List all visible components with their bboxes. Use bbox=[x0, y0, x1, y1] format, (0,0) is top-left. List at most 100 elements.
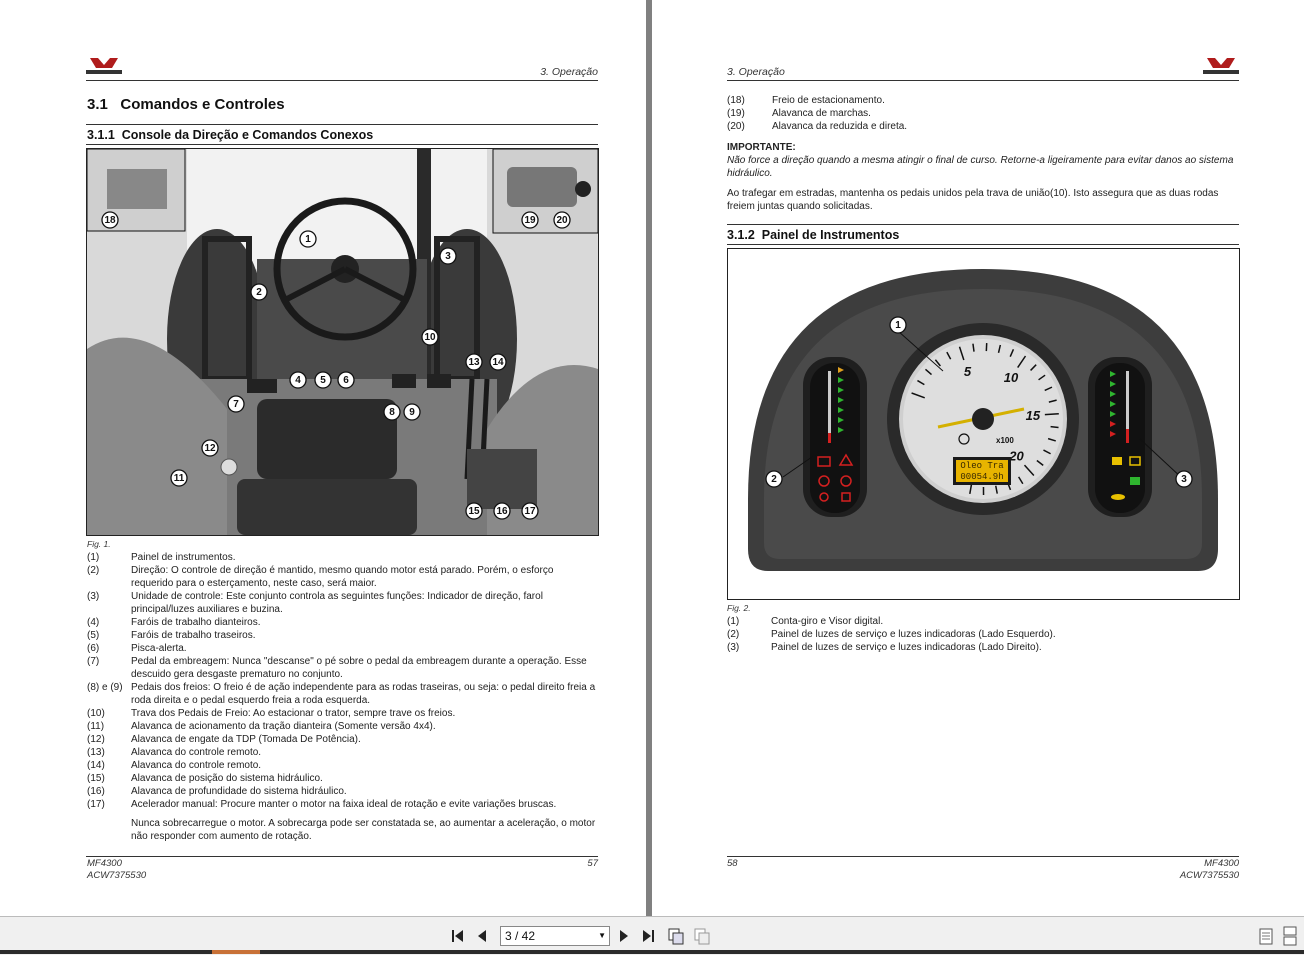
footer-model: MF4300 bbox=[1180, 858, 1239, 870]
list-item: (2)Painel de luzes de serviço e luzes in… bbox=[727, 628, 1237, 641]
callout-4: 4 bbox=[290, 372, 306, 388]
item-number: (16) bbox=[87, 785, 131, 798]
svg-text:10: 10 bbox=[424, 332, 436, 343]
svg-text:15: 15 bbox=[468, 506, 480, 517]
list-item: (2)Direção: O controle de direção é mant… bbox=[87, 564, 597, 590]
left-page: 3. Operação 3.1 Comandos e Controles 3.1… bbox=[0, 0, 646, 916]
item-text: Alavanca do controle remoto. bbox=[131, 746, 597, 759]
item-text: Alavanca de profundidade do sistema hidr… bbox=[131, 785, 597, 798]
callout-3: 3 bbox=[1176, 471, 1192, 487]
callout-18: 18 bbox=[102, 212, 118, 228]
item-number: (3) bbox=[87, 590, 131, 616]
status-bar bbox=[0, 950, 1304, 954]
svg-text:2: 2 bbox=[771, 474, 777, 485]
footer-rule bbox=[727, 856, 1239, 857]
item-text: Faróis de trabalho traseiros. bbox=[131, 629, 597, 642]
svg-text:5: 5 bbox=[320, 375, 326, 386]
chevron-down-icon[interactable]: ▼ bbox=[598, 927, 606, 945]
callout-9: 9 bbox=[404, 404, 420, 420]
item-text: Alavanca do controle remoto. bbox=[131, 759, 597, 772]
item-text: Alavanca de posição do sistema hidráulic… bbox=[131, 772, 597, 785]
item-text: Trava dos Pedais de Freio: Ao estacionar… bbox=[131, 707, 597, 720]
list-item: (13)Alavanca do controle remoto. bbox=[87, 746, 597, 759]
item-number: (2) bbox=[727, 628, 771, 641]
item-text: Painel de luzes de serviço e luzes indic… bbox=[771, 628, 1237, 641]
item-number: (4) bbox=[87, 616, 131, 629]
page-number-field[interactable]: 3 / 42 ▼ bbox=[500, 926, 610, 946]
footer-code: ACW7375530 bbox=[87, 870, 146, 882]
list-item: (5)Faróis de trabalho traseiros. bbox=[87, 629, 597, 642]
callout-15: 15 bbox=[466, 503, 482, 519]
svg-text:1: 1 bbox=[305, 234, 311, 245]
figure-instrument-panel: 510152025 x100 Oleo Tra 00054.9h 123 bbox=[727, 248, 1240, 600]
list-item: (19)Alavanca de marchas. bbox=[727, 107, 1237, 120]
list-item: (12)Alavanca de engate da TDP (Tomada De… bbox=[87, 733, 597, 746]
list-item: (3)Painel de luzes de serviço e luzes in… bbox=[727, 641, 1237, 654]
callout-14: 14 bbox=[490, 354, 506, 370]
subsection-rule-bottom bbox=[86, 144, 598, 145]
item-text: Acelerador manual: Procure manter o moto… bbox=[131, 798, 597, 811]
callout-5: 5 bbox=[315, 372, 331, 388]
callout-12: 12 bbox=[202, 440, 218, 456]
callout-6: 6 bbox=[338, 372, 354, 388]
list-item: (4)Faróis de trabalho dianteiros. bbox=[87, 616, 597, 629]
figure-2-caption: Fig. 2. bbox=[727, 603, 751, 613]
callout-8: 8 bbox=[384, 404, 400, 420]
item-number: (7) bbox=[87, 655, 131, 681]
list-item: (10)Trava dos Pedais de Freio: Ao estaci… bbox=[87, 707, 597, 720]
item-number: (19) bbox=[727, 107, 772, 120]
list-item: (1)Conta-giro e Visor digital. bbox=[727, 615, 1237, 628]
massey-ferguson-logo bbox=[86, 56, 122, 76]
svg-text:3: 3 bbox=[445, 251, 451, 262]
list-item: (17)Acelerador manual: Procure manter o … bbox=[87, 798, 597, 811]
list-item: (6)Pisca-alerta. bbox=[87, 642, 597, 655]
subsection-heading: 3.1.1 Console da Direção e Comandos Cone… bbox=[87, 128, 373, 142]
continuous-view-icon[interactable] bbox=[1280, 926, 1300, 946]
item-number: (18) bbox=[727, 94, 772, 107]
svg-text:9: 9 bbox=[409, 407, 415, 418]
header-rule bbox=[86, 80, 598, 81]
item-text: Pedal da embreagem: Nunca "descanse" o p… bbox=[131, 655, 597, 681]
item-number: (5) bbox=[87, 629, 131, 642]
status-segment bbox=[212, 950, 260, 954]
subsection-rule bbox=[86, 124, 598, 125]
chapter-header: 3. Operação bbox=[540, 66, 598, 78]
copy-icon[interactable] bbox=[666, 926, 686, 946]
callout-17: 17 bbox=[522, 503, 538, 519]
svg-text:11: 11 bbox=[174, 473, 185, 484]
single-page-view-icon[interactable] bbox=[1256, 926, 1276, 946]
last-page-icon[interactable] bbox=[638, 926, 658, 946]
item-number: (12) bbox=[87, 733, 131, 746]
footer-model: MF4300 bbox=[87, 858, 146, 870]
list-item: (18)Freio de estacionamento. bbox=[727, 94, 1237, 107]
svg-text:6: 6 bbox=[343, 375, 349, 386]
callout-3: 3 bbox=[440, 248, 456, 264]
callout-10: 10 bbox=[422, 329, 438, 345]
next-page-icon[interactable] bbox=[614, 926, 634, 946]
footer-rule bbox=[86, 856, 598, 857]
page-number-58: 58 bbox=[727, 858, 738, 870]
item-number: (3) bbox=[727, 641, 771, 654]
svg-text:2: 2 bbox=[256, 287, 262, 298]
item-text: Alavanca da reduzida e direta. bbox=[772, 120, 1237, 133]
svg-text:14: 14 bbox=[492, 357, 504, 368]
svg-text:3: 3 bbox=[1181, 474, 1187, 485]
subsection-rule bbox=[727, 224, 1239, 225]
item-text: Conta-giro e Visor digital. bbox=[771, 615, 1237, 628]
figure-1-caption: Fig. 1. bbox=[87, 539, 111, 549]
svg-text:8: 8 bbox=[389, 407, 395, 418]
item-text: Freio de estacionamento. bbox=[772, 94, 1237, 107]
copy-disabled-icon[interactable] bbox=[692, 926, 712, 946]
previous-page-icon[interactable] bbox=[472, 926, 492, 946]
list-item: (3)Unidade de controle: Este conjunto co… bbox=[87, 590, 597, 616]
item-text: Alavanca de engate da TDP (Tomada De Pot… bbox=[131, 733, 597, 746]
item-text: Pedais dos freios: O freio é de ação ind… bbox=[131, 681, 597, 707]
page-number-value: 3 / 42 bbox=[505, 929, 535, 943]
callout-2: 2 bbox=[251, 284, 267, 300]
item-number: (10) bbox=[87, 707, 131, 720]
footer-right: MF4300 ACW7375530 bbox=[1180, 858, 1239, 882]
panel-legend-list: (1)Conta-giro e Visor digital.(2)Painel … bbox=[727, 615, 1237, 654]
first-page-icon[interactable] bbox=[448, 926, 468, 946]
subsection-heading: 3.1.2 Painel de Instrumentos bbox=[727, 228, 899, 242]
